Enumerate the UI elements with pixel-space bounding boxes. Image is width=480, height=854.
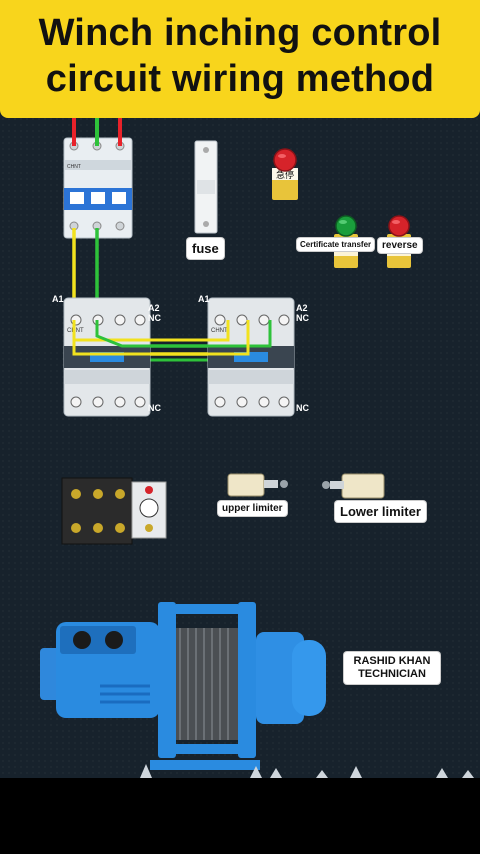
electric-winch xyxy=(40,602,326,770)
bottom-bar xyxy=(0,778,480,854)
contactor-1-nc-bottom-label: NC xyxy=(148,403,161,413)
title-line-2: circuit wiring method xyxy=(45,58,435,100)
breaker-brand-text: CHNT xyxy=(67,164,81,170)
watermark-line-1: RASHID KHAN xyxy=(353,655,431,667)
certificate-transfer-label: Certificate transfer xyxy=(297,238,375,251)
title-line-1: Winch inching control xyxy=(38,12,442,54)
contactor-1-nc-top-label: NC xyxy=(148,313,161,323)
contactor-1-a1-label: A1 xyxy=(52,294,64,304)
title-banner: Winch inching control circuit wiring met… xyxy=(0,0,480,118)
contactor-2-nc-bottom-label: NC xyxy=(296,403,309,413)
thermal-overload-relay xyxy=(61,477,167,545)
upper-limit-switch xyxy=(227,473,288,497)
contactor-2: CHNT xyxy=(207,297,295,417)
lower-limiter-label: Lower limiter xyxy=(335,501,426,522)
fuse-holder xyxy=(194,140,218,234)
lower-limit-switch xyxy=(322,473,385,499)
ground-decoration xyxy=(140,764,474,778)
circuit-breaker: CHNT xyxy=(63,137,133,239)
contactor-2-a1-label: A1 xyxy=(198,294,210,304)
wire-yellow-bridge-2 xyxy=(72,320,250,356)
contactor-1: CHNT xyxy=(63,297,151,417)
watermark: RASHID KHAN TECHNICIAN xyxy=(344,652,440,684)
wire-green-bridge xyxy=(95,320,272,348)
contactor-2-a2-label: A2 xyxy=(296,303,308,313)
contactor-2-nc-top-label: NC xyxy=(296,313,309,323)
wire-yellow-bridge xyxy=(74,320,230,342)
emergency-stop-text: 急停 xyxy=(276,169,294,181)
contactor-1-a2-label: A2 xyxy=(148,303,160,313)
fuse-label: fuse xyxy=(187,238,224,259)
emergency-stop-button: 急停 xyxy=(272,148,298,200)
contactor-2-brand-text: CHNT xyxy=(211,328,228,334)
reverse-label: reverse xyxy=(378,238,422,253)
watermark-line-2: TECHNICIAN xyxy=(358,668,426,680)
upper-limiter-label: upper limiter xyxy=(218,501,287,516)
